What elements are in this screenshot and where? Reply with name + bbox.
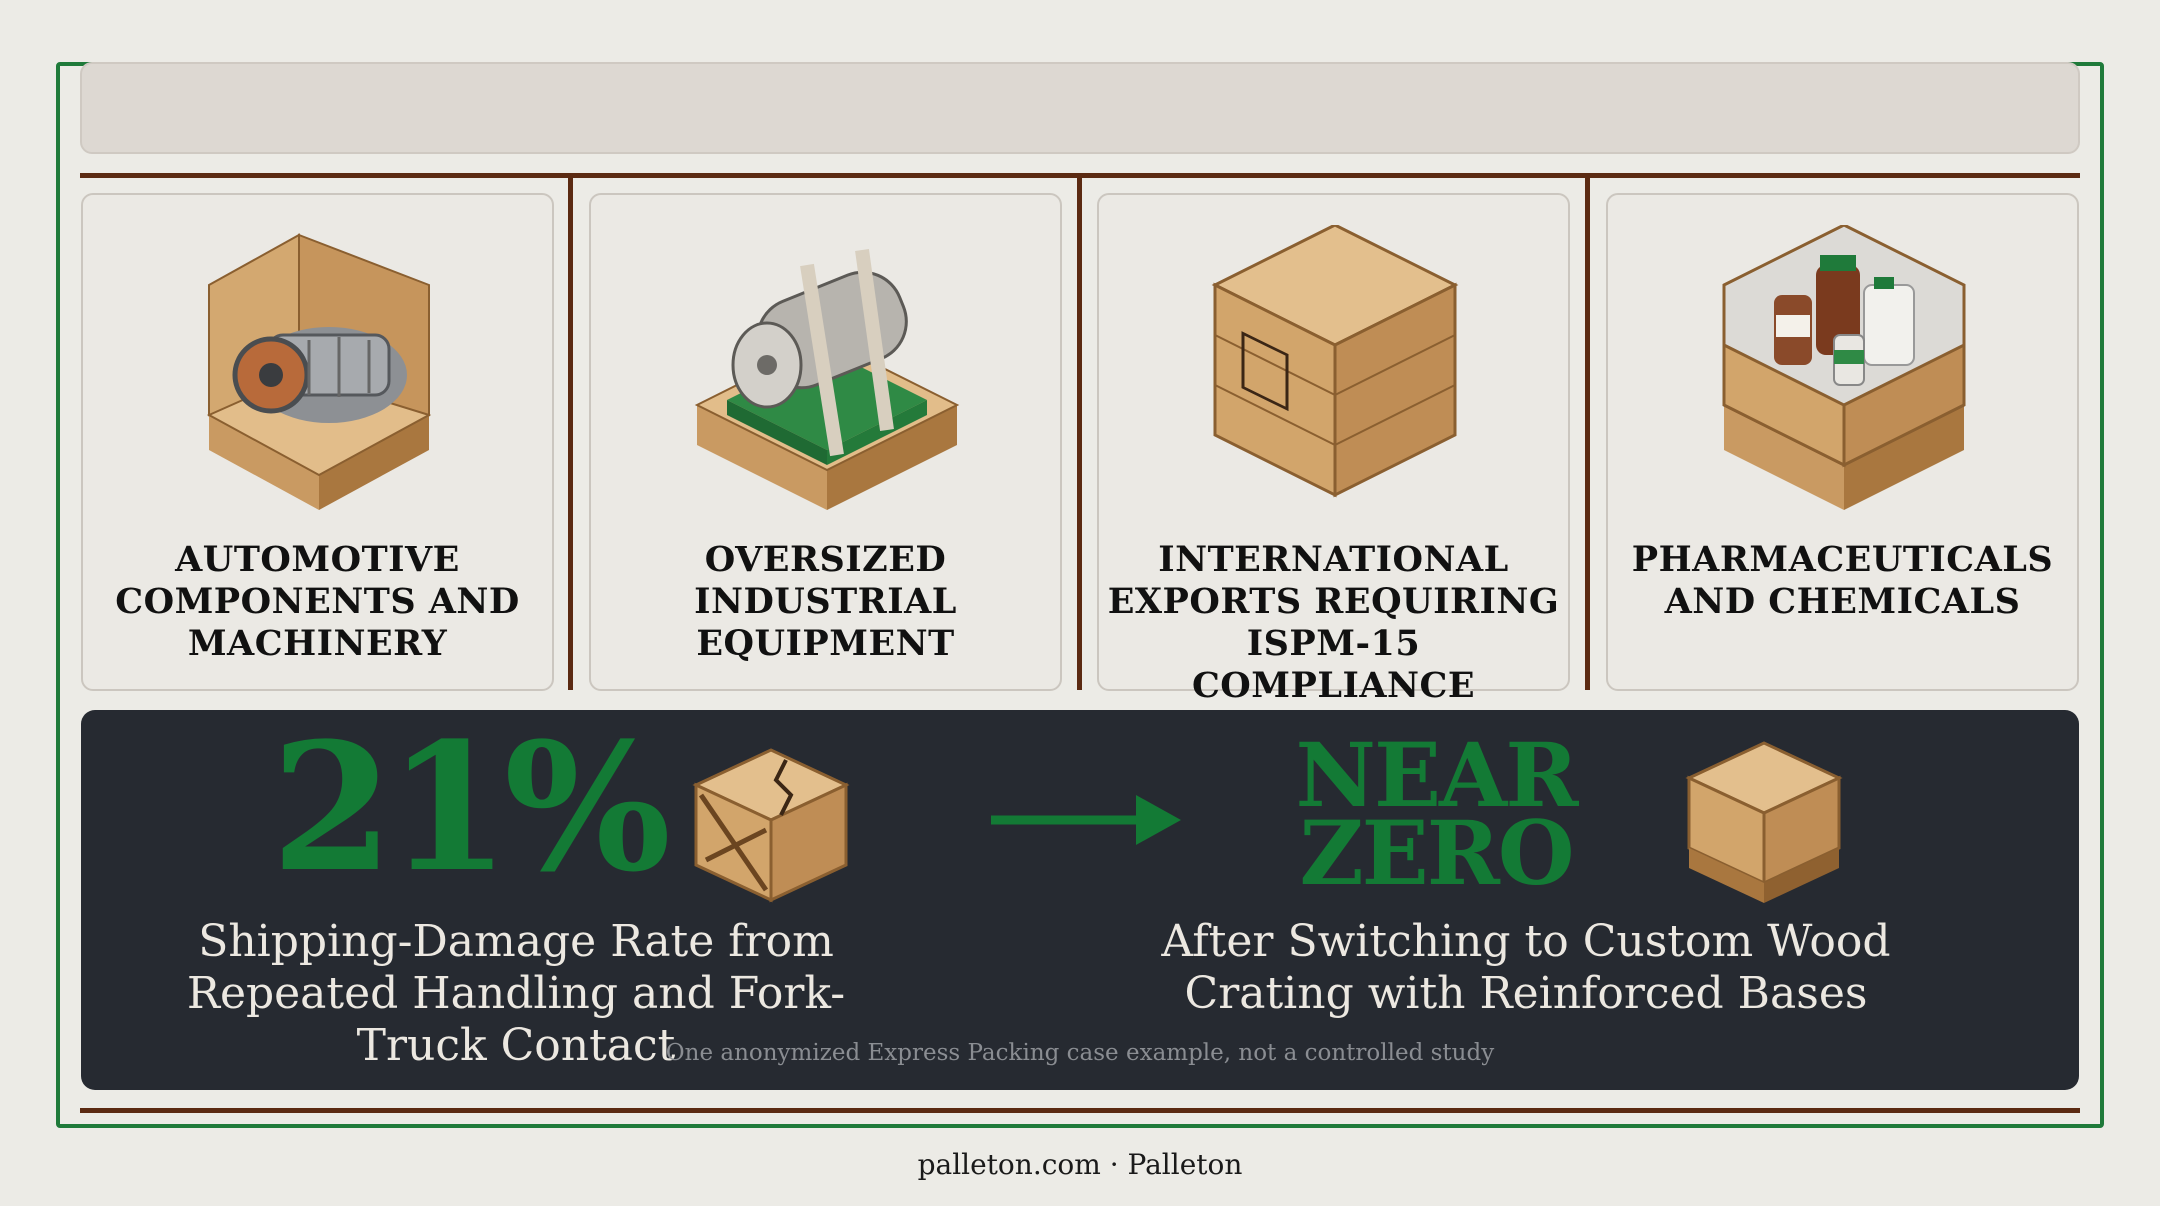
category-card-ispm: INTERNATIONAL EXPORTS REQUIRING ISPM-15 … — [1097, 193, 1570, 706]
category-label: AUTOMOTIVE COMPONENTS AND MACHINERY — [115, 539, 520, 664]
column-divider — [568, 176, 573, 690]
before-stat-description: Shipping-Damage Rate from Repeated Handl… — [186, 916, 846, 1071]
footer-credit: palleton.com · Palleton — [917, 1148, 1243, 1181]
title-bar — [80, 62, 2080, 154]
category-label: OVERSIZED INDUSTRIAL EQUIPMENT — [694, 539, 957, 664]
category-label: INTERNATIONAL EXPORTS REQUIRING ISPM-15 … — [1107, 539, 1560, 706]
strapped-motor-pallet-icon — [694, 249, 960, 510]
chemical-bottles-crate-icon — [1722, 225, 1966, 510]
category-card-automotive: AUTOMOTIVE COMPONENTS AND MACHINERY — [81, 193, 554, 691]
category-card-industrial: OVERSIZED INDUSTRIAL EQUIPMENT — [589, 193, 1062, 691]
top-divider — [80, 173, 2080, 178]
intact-crate-icon — [1685, 741, 1843, 903]
ispm-wood-crate-icon — [1211, 225, 1459, 498]
category-card-pharma: PHARMACEUTICALS AND CHEMICALS — [1606, 193, 2079, 691]
broken-crate-icon — [692, 748, 850, 903]
arrow-right-icon — [991, 795, 1181, 845]
before-stat-value: 21% — [271, 704, 671, 911]
column-divider — [1585, 176, 1590, 690]
stats-panel: 21% NEAR ZERO Shipping-Damage Rate from … — [81, 710, 2079, 1090]
footnote: One anonymized Express Packing case exam… — [665, 1040, 1495, 1066]
bottom-divider — [80, 1108, 2080, 1113]
crated-transmission-icon — [206, 233, 432, 510]
column-divider — [1077, 176, 1082, 690]
category-label: PHARMACEUTICALS AND CHEMICALS — [1631, 539, 2054, 622]
after-stat-description: After Switching to Custom Wood Crating w… — [1161, 916, 1891, 1019]
after-stat-value: NEAR ZERO — [1295, 723, 1579, 905]
